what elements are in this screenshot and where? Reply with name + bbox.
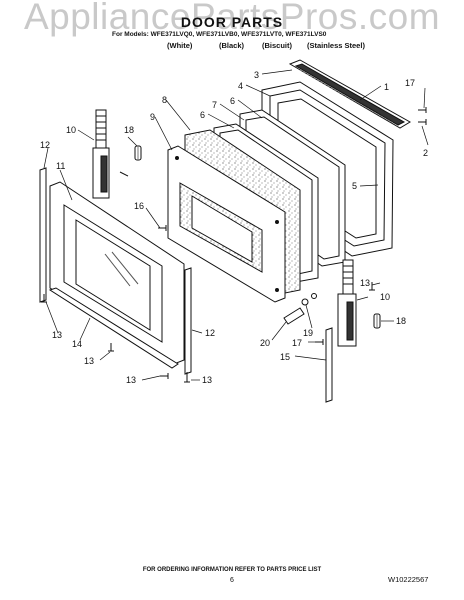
hinge-receptacle-left	[134, 145, 142, 161]
callout-20: 20	[260, 338, 270, 348]
callout-6b: 6	[200, 110, 205, 120]
callout-13b: 13	[84, 356, 94, 366]
document-id: W10222567	[388, 575, 429, 584]
door-stop-bracket	[283, 293, 317, 325]
callout-4: 4	[238, 81, 243, 91]
callout-8: 8	[162, 95, 167, 105]
callout-13c: 13	[126, 375, 136, 385]
inner-door-frame	[167, 145, 286, 303]
page-title: DOOR PARTS	[180, 14, 284, 30]
ordering-note: FOR ORDERING INFORMATION REFER TO PARTS …	[142, 567, 322, 573]
callout-numbers: 1 2 3 4 5 6 6 7 8 9 10 10 11 12 12 13 13…	[40, 70, 428, 385]
callout-10b: 10	[380, 292, 390, 302]
callout-1: 1	[384, 82, 389, 92]
screws	[41, 107, 427, 383]
callout-17b: 17	[292, 338, 302, 348]
models-line: For Models: WFE371LVQ0, WFE371LVB0, WFE3…	[112, 31, 327, 38]
hinge-receptacle-right	[373, 313, 381, 329]
callout-13d: 13	[202, 375, 212, 385]
callout-13a: 13	[52, 330, 62, 340]
callout-9: 9	[150, 112, 155, 122]
callout-13e: 13	[360, 278, 370, 288]
page-number: 6	[230, 577, 234, 584]
callout-18a: 18	[124, 125, 134, 135]
callout-14: 14	[72, 339, 82, 349]
callout-18b: 18	[396, 316, 406, 326]
callout-2: 2	[423, 148, 428, 158]
callout-16: 16	[134, 201, 144, 211]
callout-15: 15	[280, 352, 290, 362]
color-label-white: (White)	[167, 41, 193, 50]
hinge-right	[337, 259, 357, 347]
color-label-biscuit: (Biscuit)	[262, 41, 292, 50]
side-trim-right	[184, 267, 192, 375]
color-label-black: (Black)	[219, 41, 245, 50]
callout-3: 3	[254, 70, 259, 80]
callout-11: 11	[56, 161, 65, 171]
leader-lines	[43, 69, 429, 381]
callout-6a: 6	[230, 96, 235, 106]
callout-10a: 10	[66, 125, 76, 135]
side-trim-left	[39, 167, 47, 303]
watermark: AppliancePartsPros.com	[23, 0, 441, 37]
callout-12b: 12	[205, 328, 215, 338]
callout-7: 7	[212, 100, 217, 110]
hinge-left	[92, 109, 110, 199]
callout-19: 19	[303, 328, 313, 338]
callout-5: 5	[352, 181, 357, 191]
hinge-side-trim	[325, 327, 333, 403]
outer-door-panel	[49, 181, 185, 365]
callout-17a: 17	[405, 78, 415, 88]
callout-12a: 12	[40, 140, 50, 150]
door-vent-trim	[288, 59, 411, 129]
door-bottom-trim	[48, 287, 179, 369]
color-label-stainless: (Stainless Steel)	[307, 41, 365, 50]
